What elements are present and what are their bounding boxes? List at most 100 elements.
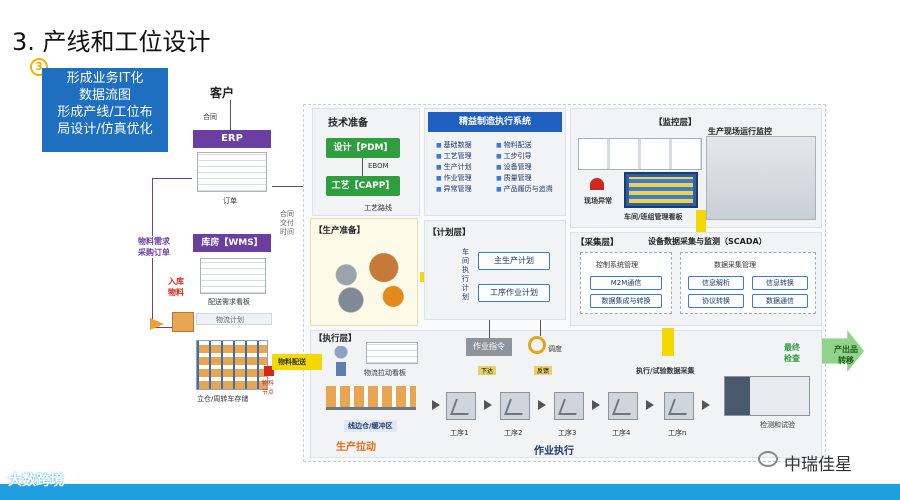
station-3: [554, 392, 584, 420]
parts-image: [318, 246, 412, 318]
data-title: 数据采集管理: [714, 261, 756, 269]
exec-data-label: 执行/试验数据采集: [636, 367, 695, 375]
station-2-label: 工序2: [504, 429, 523, 437]
integration-button: 数据集成与转换: [590, 294, 662, 308]
collect-title: 【采集层】: [576, 238, 619, 248]
station-1: [446, 392, 476, 420]
mes-list-col2: 物料配送 工步引导 设备管理 质量管理 产品履历与追溯: [496, 140, 553, 195]
buffer-shelves: [326, 386, 416, 410]
worker-icon: [330, 346, 352, 376]
alarm-icon: [590, 178, 604, 190]
plan-layer-panel: [424, 220, 566, 320]
monitor-site-label: 生产现场运行监控: [708, 127, 772, 136]
buffer-label: 线边仓/缓冲区: [344, 420, 397, 432]
wms-header: 库房【WMS】: [193, 234, 271, 252]
feed-point-icon: [264, 366, 274, 376]
warehouse-caption: 立仓/周转车存储: [197, 395, 249, 403]
tech-prep-title: 技术准备: [328, 118, 368, 129]
summary-line1: 形成业务IT化: [66, 71, 144, 86]
station-arrow: [592, 400, 600, 410]
summary-line2: 数据流图: [78, 88, 131, 103]
plan-instruction-arrow: [489, 320, 490, 338]
mes-title: 精益制造执行系统: [428, 112, 562, 132]
summary-line3: 形成产线/工位布: [57, 105, 153, 120]
schedule-icon: [528, 336, 546, 354]
mes-item: 异常管理: [436, 185, 472, 193]
station-1-label: 工序1: [450, 429, 469, 437]
station-arrow: [702, 400, 710, 410]
parse-button: 信息解析: [688, 276, 744, 290]
feed-point-label: 物料节点: [262, 380, 275, 396]
page-title: 3. 产线和工位设计: [12, 28, 211, 56]
station-arrow: [432, 400, 440, 410]
erp-order-table: [197, 152, 267, 192]
station-arrow: [484, 400, 492, 410]
master-plan-button: 主生产计划: [478, 252, 550, 270]
dispatch-label: 物料配送: [278, 358, 306, 366]
wechat-icon: [758, 451, 778, 467]
pdm-button: 设计【PDM】: [326, 138, 400, 158]
datacomm-button: 数据通信: [752, 294, 808, 308]
wms-board-label: 配送需求看板: [208, 298, 250, 306]
instruction-box: 作业指令: [466, 338, 512, 356]
customer-arrow: [230, 100, 231, 130]
inbound-box-icon: [172, 312, 194, 332]
test-equipment: [724, 376, 810, 416]
monitor-screens: [578, 138, 702, 170]
wms-board-table: [200, 258, 266, 294]
test-label: 检测和试验: [760, 421, 795, 429]
pull-label: 生产拉动: [336, 442, 376, 453]
wms-plan-label: 物流计划: [216, 316, 244, 324]
wms-plan-bar: [196, 313, 272, 325]
station-arrow: [538, 400, 546, 410]
contract-label: 合同: [203, 113, 217, 121]
schedule-label: 调度: [548, 345, 562, 353]
mes-item: 工步引导: [496, 152, 532, 160]
summary-line4: 局设计/仿真优化: [57, 122, 153, 137]
material-demand-label: 物料需求 采购订单: [138, 236, 170, 258]
mes-list-col1: 基础数据 工艺管理 生产计划 作业管理 异常管理: [436, 140, 472, 195]
final-check-label: 最终 检查: [784, 343, 800, 363]
dispatch-arrow: [272, 354, 322, 370]
pull-board-label: 物流拉动看板: [364, 369, 406, 377]
protocol-button: 协议转换: [688, 294, 744, 308]
monitor-collect-arrow: [696, 210, 706, 232]
station-4: [608, 392, 638, 420]
customer-label: 客户: [210, 86, 235, 100]
station-4-label: 工序4: [612, 429, 631, 437]
abnormal-label: 现场异常: [584, 197, 612, 205]
mes-item: 作业管理: [436, 174, 472, 182]
footer-bar: [0, 484, 900, 500]
capp-button: 工艺【CAPP】: [326, 176, 400, 196]
feedback-arrow: [540, 320, 541, 336]
convert-button: 信息转换: [752, 276, 808, 290]
mes-item: 产品履历与追溯: [496, 185, 553, 193]
plan-vertical-label: 车间执行计划: [462, 248, 469, 301]
station-arrow: [646, 400, 654, 410]
route-label: 工艺路线: [364, 204, 392, 212]
warehouse-racks: [196, 340, 268, 390]
mes-item: 物料配送: [496, 141, 532, 149]
kanban-board: [624, 172, 698, 208]
monitor-title: 【监控层】: [654, 118, 697, 128]
station-3-label: 工序3: [558, 429, 577, 437]
feedback-label: 反馈: [534, 366, 553, 375]
job-plan-button: 工序作业计划: [478, 284, 550, 302]
kanban-label: 车间/班组管理看板: [624, 213, 683, 221]
mes-item: 基础数据: [436, 141, 472, 149]
prod-prep-title: 【生产准备】: [314, 226, 366, 236]
contract-delivery-label: 合同 交付 时间: [280, 210, 294, 236]
job-exec-label: 作业执行: [534, 446, 574, 457]
plan-layer-title: 【计划层】: [428, 228, 471, 238]
brand-right-label: 中瑞佳星: [784, 455, 852, 475]
ebom-arrow: [362, 158, 363, 176]
ebom-label: EBOM: [368, 162, 389, 170]
erp-arrow-from-tech: [272, 186, 322, 187]
m2m-button: M2M通信: [590, 276, 662, 290]
summary-box: 形成业务IT化 数据流图 形成产线/工位布 局设计/仿真优化: [42, 68, 168, 152]
pull-board: [366, 342, 418, 364]
erp-orders-label: 订单: [223, 197, 237, 205]
issue-label: 下达: [478, 366, 497, 375]
erp-header: ERP: [193, 130, 271, 148]
tech-prep-panel: [312, 108, 420, 216]
